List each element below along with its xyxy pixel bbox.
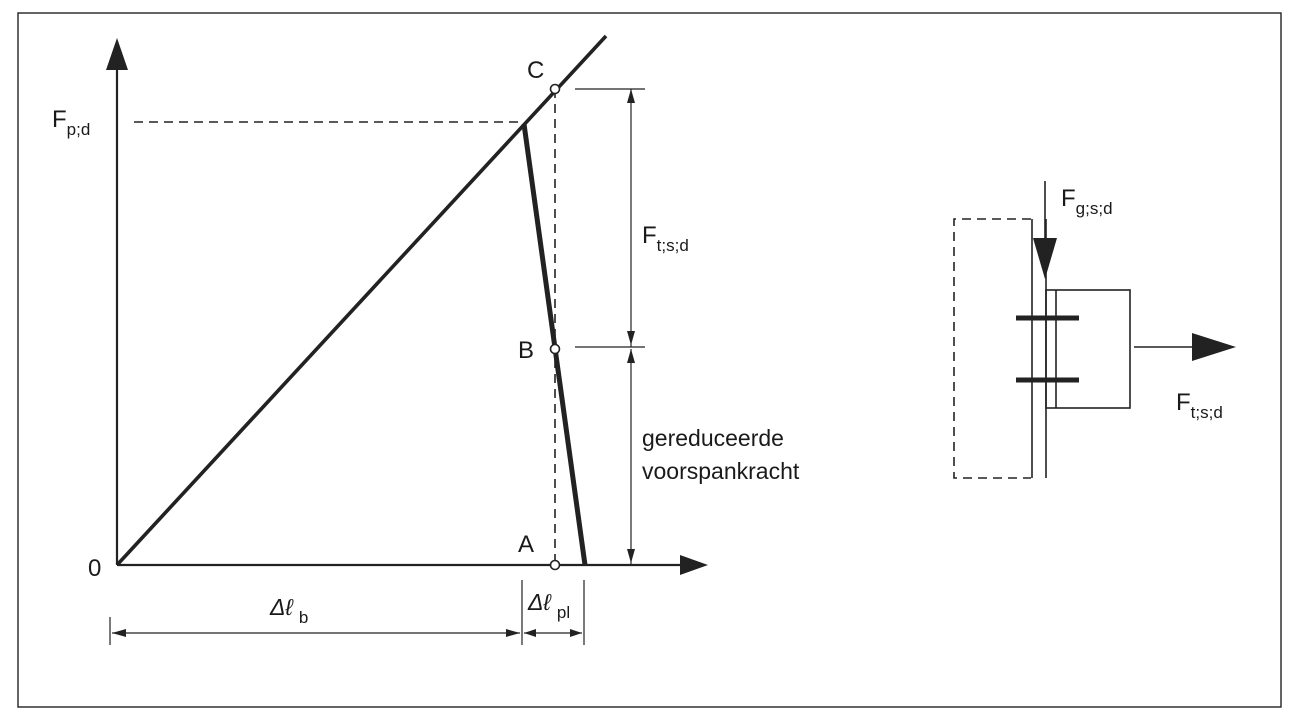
dim-arrow-left-icon (524, 629, 536, 637)
dim-arrow-up-icon (627, 89, 635, 103)
force-extension-diagram: 0 A B C Fp;d Ft;s;d gereduceerde voorspa… (52, 34, 800, 645)
shear-force-arrow-icon (1033, 238, 1057, 279)
dim-arrow-down-icon (627, 331, 635, 345)
bolt-stiffness-line (115, 34, 608, 567)
point-b-marker (549, 343, 561, 355)
point-a-marker (549, 559, 561, 571)
tension-force-label: Ft;s;d (642, 222, 689, 255)
vertical-axis-arrow-icon (106, 38, 128, 70)
dim-arrow-right-icon (570, 629, 582, 637)
shear-force-label: Fg;s;d (1061, 185, 1113, 218)
origin-label: 0 (88, 555, 101, 582)
reduced-preload-line2: voorspankracht (642, 458, 800, 484)
connection-tension-label: Ft;s;d (1176, 389, 1223, 422)
attached-block (1045, 289, 1131, 409)
point-b-label: B (518, 337, 534, 364)
point-c-label: C (527, 57, 544, 84)
dashed-part-outline (953, 218, 1031, 479)
point-c-marker (549, 83, 561, 95)
horizontal-axis-arrow-icon (680, 555, 708, 575)
tension-arrow-icon (1192, 333, 1236, 361)
point-a-label: A (518, 531, 534, 558)
dim-arrow-down-icon (627, 549, 635, 563)
dim-arrow-up-icon (627, 349, 635, 363)
preload-force-label: Fp;d (52, 106, 90, 139)
figure-frame (17, 12, 1282, 708)
dim-arrow-right-icon (506, 629, 520, 637)
reduced-preload-line1: gereduceerde (642, 425, 784, 451)
connection-sketch: Fg;s;d Ft;s;d (953, 181, 1236, 479)
dim-arrow-left-icon (112, 629, 126, 637)
